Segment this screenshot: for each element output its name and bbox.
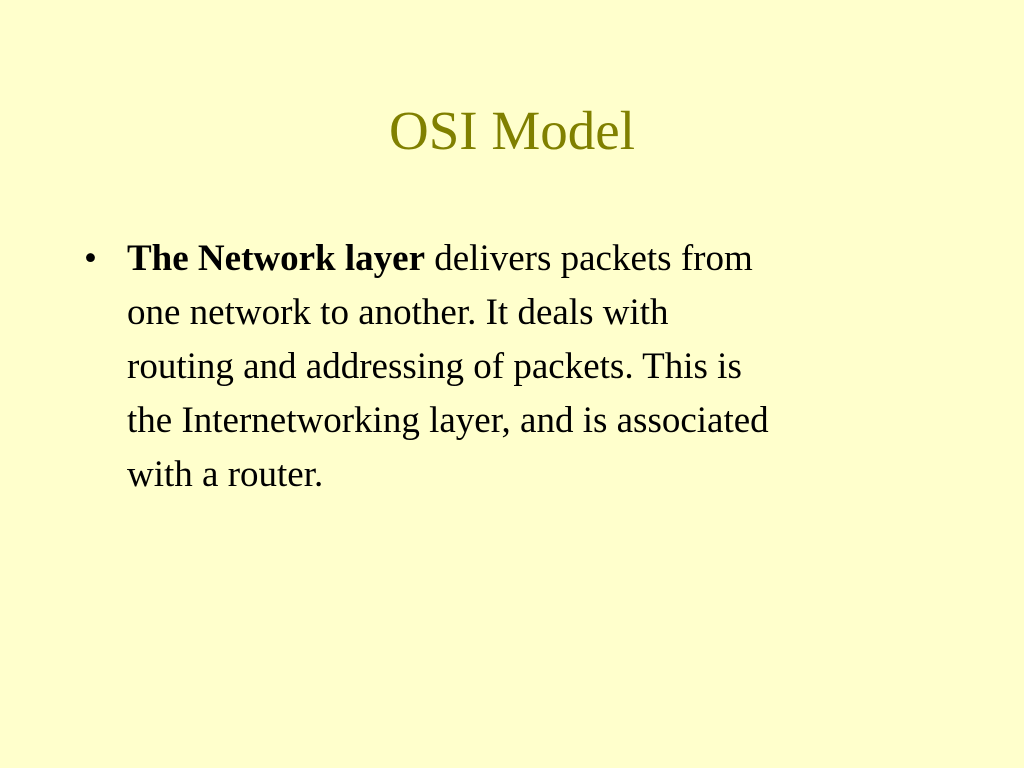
bullet-icon: • (84, 238, 97, 279)
bullet-term: The Network layer (127, 238, 425, 279)
bullet-list: • The Network layer delivers packets fro… (84, 232, 944, 502)
bullet-item: • The Network layer delivers packets fro… (84, 232, 944, 502)
slide-title: OSI Model (389, 100, 635, 161)
bullet-text: The Network layer delivers packets from … (127, 232, 944, 502)
bullet-description: delivers packets from one network to ano… (127, 238, 769, 495)
